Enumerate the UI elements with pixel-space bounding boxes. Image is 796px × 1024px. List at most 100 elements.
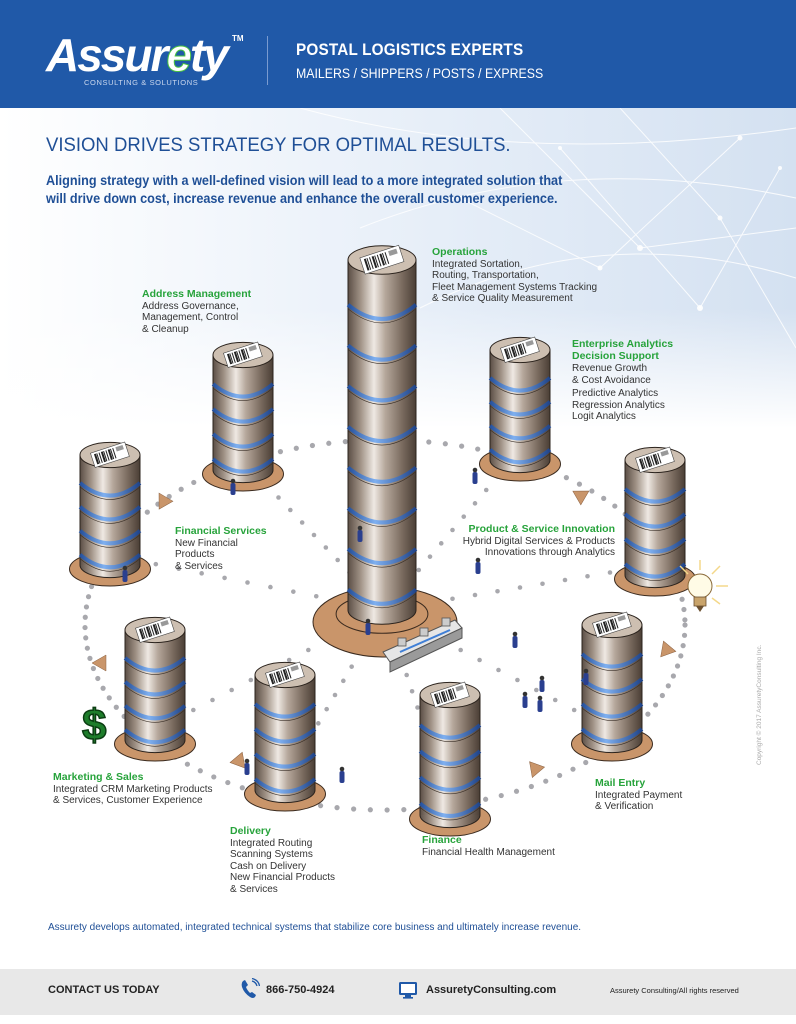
spoke-dot — [483, 487, 489, 493]
spoke-dot — [461, 514, 467, 519]
ring-dot — [178, 486, 184, 492]
node-line: & Services — [175, 560, 223, 572]
flow-arrow-icon — [91, 654, 107, 672]
phone-icon — [241, 978, 260, 998]
cylinder-blue-band — [211, 407, 275, 424]
ring-dot — [570, 766, 576, 772]
barcode-icon — [135, 616, 175, 643]
ring-dot — [83, 635, 89, 641]
spoke-dot — [291, 589, 296, 594]
node-line: & Cleanup — [142, 323, 189, 335]
spoke-dot — [268, 584, 273, 590]
spoke-dot — [323, 545, 329, 550]
ring-dot — [317, 803, 324, 809]
ring-dot — [483, 796, 489, 802]
strategy-diagram: $ — [69, 244, 728, 837]
ring-dot — [100, 685, 106, 691]
node-line: Financial Health Management — [422, 846, 555, 858]
ring-dot — [90, 665, 97, 672]
node-operations: Operations Integrated Sortation, Routing… — [432, 246, 597, 305]
spoke-dot — [349, 664, 354, 669]
node-title: Operations — [432, 246, 488, 258]
ring-dot — [326, 440, 332, 446]
ring-dot — [106, 695, 112, 701]
node-line: Management, Control — [142, 312, 239, 323]
node-line: Hybrid Digital Services & Products — [462, 535, 615, 547]
ring-dot — [197, 768, 203, 774]
ring-dot — [191, 479, 197, 486]
flow-arrow-icon — [660, 640, 677, 658]
ring-dot — [334, 805, 340, 811]
node-line: Address Governance, — [142, 300, 239, 312]
cylinders — [69, 244, 696, 837]
cylinder-blue-band — [253, 777, 317, 794]
ring-dot — [83, 604, 90, 610]
svg-text:$: $ — [82, 701, 106, 750]
barcode-icon — [265, 661, 305, 688]
node-line: New Financial — [175, 537, 238, 549]
person-figure — [512, 631, 518, 648]
node-line: Integrated Sortation, — [432, 258, 523, 270]
ring-dot — [589, 488, 595, 494]
node-line: Logit Analytics — [572, 411, 636, 422]
flow-arrows — [91, 490, 677, 778]
cylinder-blue-band — [346, 506, 418, 525]
header-banner: Assurety TM CONSULTING & SOLUTIONS POSTA… — [0, 0, 796, 108]
ring-dot — [367, 807, 373, 813]
person-figure — [475, 557, 481, 574]
spoke-dot — [222, 575, 227, 581]
spoke-dot — [472, 501, 478, 506]
cylinder-blue-band — [123, 728, 187, 745]
person-figure — [339, 766, 345, 783]
cylinder-blue-band — [123, 704, 187, 721]
node-line: Integrated Payment — [595, 789, 683, 801]
node-mail-entry: Mail Entry Integrated Payment & Verifica… — [595, 777, 683, 813]
node-line: Integrated CRM Marketing Products — [53, 783, 213, 795]
cylinder-blue-band — [78, 553, 142, 570]
cylinder-enterprise-analytics — [479, 336, 561, 482]
spoke-dot — [515, 677, 520, 683]
header-divider — [267, 36, 268, 85]
spoke-dot — [496, 667, 501, 673]
person-figure — [357, 525, 363, 542]
cylinder-finance — [409, 681, 491, 837]
spoke-dot — [324, 706, 329, 712]
ring-dot — [82, 624, 88, 631]
spoke-dot — [438, 541, 444, 546]
node-address-management: Address Management Address Governance, M… — [142, 288, 251, 335]
spoke-dot — [517, 585, 523, 590]
website-link[interactable]: AssuretyConsulting.com — [426, 984, 557, 996]
spoke-dot — [415, 705, 420, 710]
spoke-dot — [245, 580, 250, 585]
person-figure — [365, 618, 371, 635]
ring-dot — [113, 704, 119, 710]
node-line: Products — [175, 549, 215, 560]
ring-dot — [88, 583, 95, 590]
spoke-dot — [191, 707, 196, 713]
node-finance: Finance Financial Health Management — [422, 834, 555, 858]
node-title: Mail Entry — [595, 777, 646, 789]
ring-dot — [678, 653, 684, 659]
flow-arrow-icon — [572, 490, 590, 506]
people-figures — [122, 467, 589, 783]
cylinder-blue-band — [346, 384, 418, 403]
cylinder-blue-band — [488, 376, 552, 393]
ring-dot — [384, 807, 390, 813]
ring-dot — [680, 643, 686, 649]
assurety-logo[interactable]: Assurety TM CONSULTING & SOLUTIONS — [46, 30, 246, 90]
spoke-dot — [210, 697, 215, 703]
person-figure — [230, 478, 236, 495]
ring-dot — [426, 439, 432, 445]
spoke-dot — [248, 677, 254, 683]
node-line: Routing, Transportation, — [432, 270, 539, 281]
cylinder-blue-band — [488, 400, 552, 417]
phone-number-link[interactable]: 866-750-4924 — [266, 984, 335, 996]
node-line: Cash on Delivery — [230, 860, 307, 872]
cylinder-blue-band — [623, 562, 687, 579]
ring-dot — [85, 594, 92, 600]
node-enterprise-analytics: Enterprise Analytics Decision Support Re… — [572, 338, 673, 423]
cylinder-blue-band — [346, 425, 418, 444]
ring-dot — [576, 481, 583, 487]
spoke-dot — [534, 687, 539, 693]
ring-dot — [95, 675, 101, 682]
